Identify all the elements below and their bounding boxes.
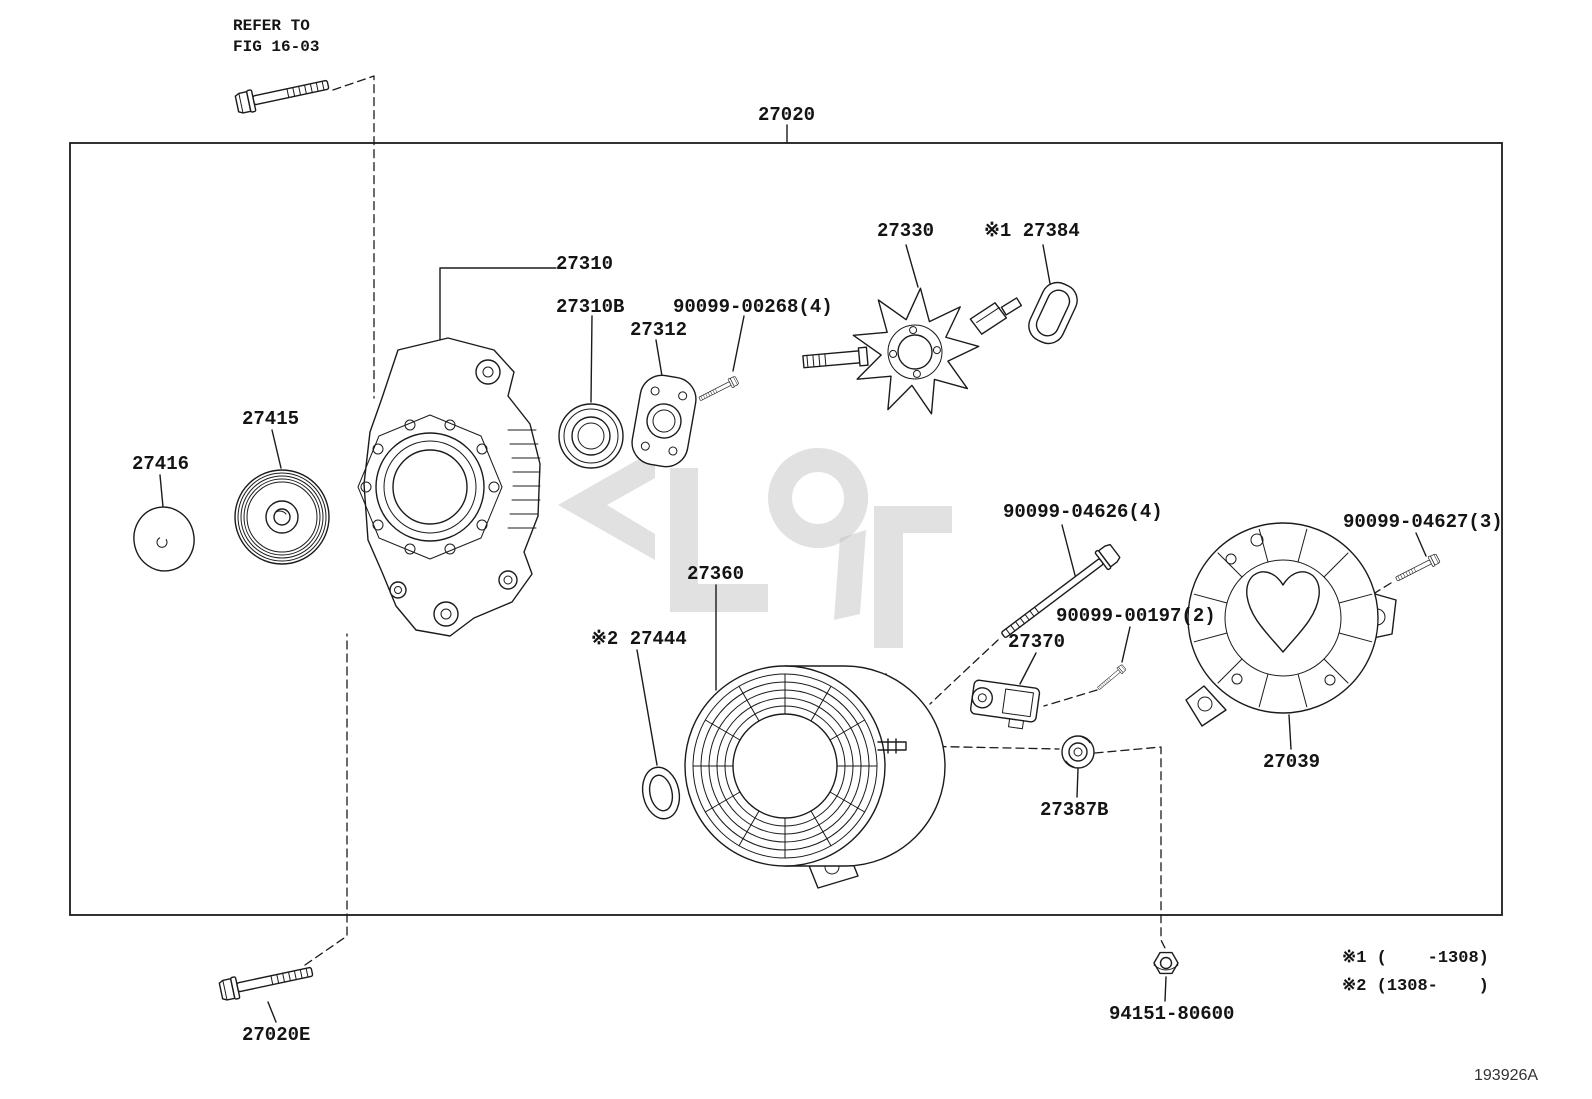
part-label-27310b: 27310B: [556, 296, 625, 318]
bolt-90099-04627-drawing: [1393, 552, 1441, 585]
applicability-note-2: ※2 (1308- ): [1342, 977, 1489, 996]
rear-cover-drawing: [1185, 522, 1397, 727]
part-label-27387b: 27387B: [1040, 799, 1109, 821]
leader-lines: [159, 124, 1427, 1023]
part-label-27039: 27039: [1263, 751, 1321, 773]
nut-drawing: [1153, 951, 1179, 975]
seal-gasket-drawing: [1028, 281, 1078, 345]
rotor-drawing: [802, 287, 1023, 415]
watermark-logo: [558, 448, 952, 648]
bearing-retainer-drawing: [631, 374, 697, 468]
part-label-90099-00197: 90099-00197(2): [1056, 605, 1216, 627]
refer-to-note: REFER TO FIG 16-03: [233, 17, 320, 56]
through-bolt-90099-04626-drawing: [995, 541, 1123, 645]
screw-90099-00197-drawing: [1095, 663, 1127, 692]
refer-bolt-drawing: [234, 73, 331, 116]
front-bracket-drawing: [357, 337, 541, 637]
part-label-27310: 27310: [556, 253, 614, 275]
part-label-90099-04627: 90099-04627(3): [1343, 511, 1503, 533]
seal-ring-drawing: [641, 766, 681, 820]
part-label-27370: 27370: [1008, 631, 1066, 653]
part-label-90099-04626: 90099-04626(4): [1003, 501, 1163, 523]
part-label-94151-80600: 94151-80600: [1109, 1003, 1235, 1025]
assembly-dashed-lines: [304, 75, 1392, 966]
part-label-90099-00268: 90099-00268(4): [673, 296, 833, 318]
screw-90099-00268-drawing: [697, 375, 740, 404]
frame-border: [69, 142, 1503, 916]
pulley-drawing: [234, 469, 330, 565]
mount-bolt-27020e-drawing: [218, 960, 315, 1003]
bushing-drawing: [1061, 735, 1095, 769]
part-label-27020: 27020: [758, 104, 816, 126]
part-label-27020e: 27020E: [242, 1024, 311, 1046]
drawing-number: 193926A: [1474, 1067, 1539, 1084]
stator-drawing: [684, 665, 946, 889]
pulley-cap-drawing: [133, 506, 195, 572]
part-label-27312: 27312: [630, 319, 688, 341]
part-label-27330: 27330: [877, 220, 935, 242]
part-label-27384: ※1 27384: [984, 220, 1080, 242]
part-label-27360: 27360: [687, 563, 745, 585]
brush-holder-drawing: [969, 679, 1041, 730]
part-label-27416: 27416: [132, 453, 190, 475]
part-label-27415: 27415: [242, 408, 300, 430]
part-label-27444: ※2 27444: [591, 628, 687, 650]
bearing-drawing: [558, 403, 624, 469]
applicability-note-1: ※1 ( -1308): [1342, 949, 1489, 968]
